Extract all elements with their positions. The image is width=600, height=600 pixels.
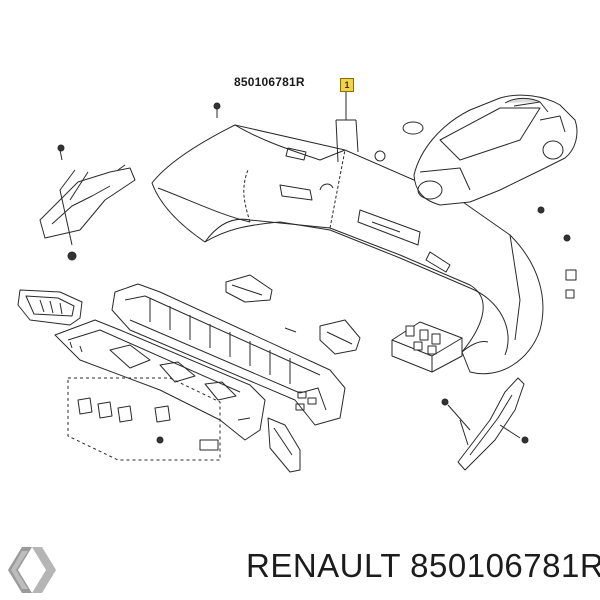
part-number-label: 850106781R [234,75,305,89]
right-lower-reflector [267,417,301,473]
left-bumper-bracket [39,144,136,261]
clip-kit-box [391,321,463,373]
callout-badge: 1 [340,78,354,92]
beam-mounting-brackets [225,274,361,355]
left-reflector-housing [17,289,83,326]
lower-diffuser-panel [54,319,266,441]
renault-diamond-logo-icon [8,547,56,593]
footer-part-number: 850106781R [410,547,600,584]
car-illustration [413,94,578,206]
callout-leader [335,92,359,163]
bumper-reinforcement-beam [111,283,346,426]
fasteners-top [213,102,577,299]
right-bumper-bracket [441,377,529,471]
footer-caption: RENAULT 850106781R [246,547,600,585]
brand-name: RENAULT [246,547,401,584]
clip-detail-box [67,377,221,461]
rear-bumper-cover [151,124,544,375]
